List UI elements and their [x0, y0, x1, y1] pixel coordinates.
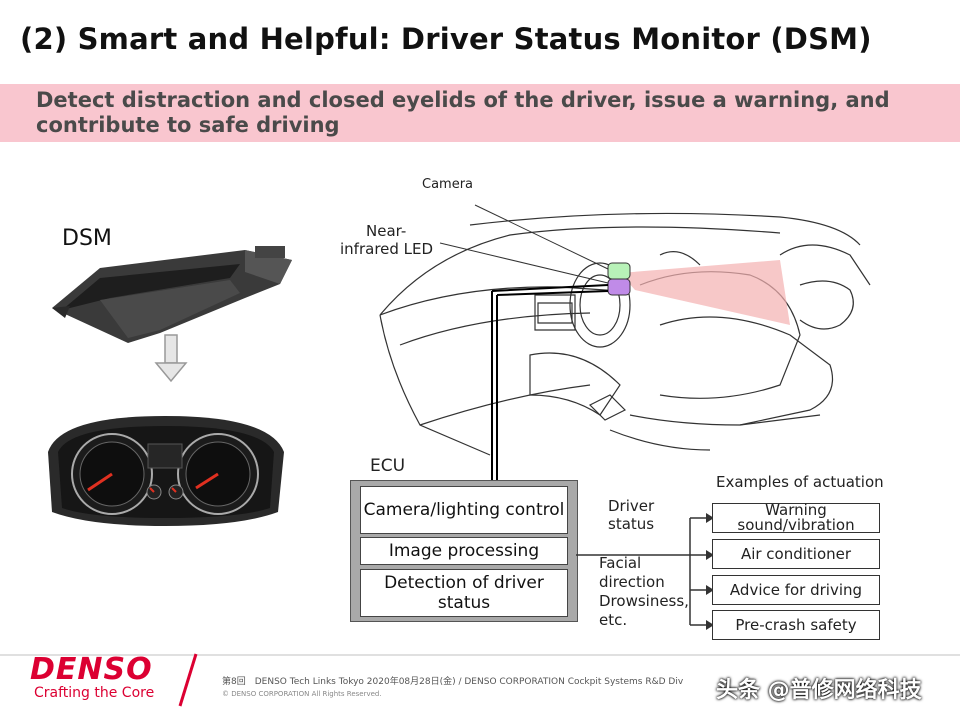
instrument-cluster-image — [48, 416, 284, 526]
camera-label: Camera — [422, 177, 474, 192]
banner — [0, 84, 960, 142]
arrow-down-icon — [154, 334, 188, 383]
led-label-line2: infrared LED — [340, 240, 434, 258]
facial-direction-text: Facial direction Drowsiness, etc. — [599, 554, 689, 629]
ecu-item-detection: Detection of driver status — [360, 569, 568, 617]
banner-text: Detect distraction and closed eyelids of… — [36, 88, 890, 137]
actuation-air-conditioner: Air conditioner — [712, 539, 880, 569]
ecu-label: ECU — [370, 456, 406, 476]
flow-connectors — [576, 513, 714, 630]
actuation-warning: Warning sound/vibration — [712, 503, 880, 533]
ecu-box: Camera/lighting control Image processing… — [350, 480, 578, 622]
footer-copyright: © DENSO CORPORATION All Rights Reserved. — [222, 690, 382, 698]
actuation-advice: Advice for driving — [712, 575, 880, 605]
brand-slash-icon — [178, 653, 198, 707]
led-label-line1: Near- — [366, 222, 407, 240]
watermark: 头条 @普修网络科技 — [716, 678, 922, 703]
denso-logo: DENSO — [30, 652, 153, 687]
footer-divider — [0, 654, 960, 656]
dsm-device-image — [52, 246, 292, 343]
slide-title: (2) Smart and Helpful: Driver Status Mon… — [20, 22, 872, 56]
actuation-pre-crash: Pre-crash safety — [712, 610, 880, 640]
ecu-item-camera-lighting: Camera/lighting control — [360, 486, 568, 534]
dsm-label: DSM — [62, 226, 112, 251]
tagline: Crafting the Core — [34, 685, 155, 701]
ecu-item-image-processing: Image processing — [360, 537, 568, 565]
actuation-header: Examples of actuation — [716, 473, 884, 491]
footer-event-text: 第8回 DENSO Tech Links Tokyo 2020年08月28日(金… — [222, 677, 684, 687]
car-interior-illustration — [379, 204, 871, 480]
